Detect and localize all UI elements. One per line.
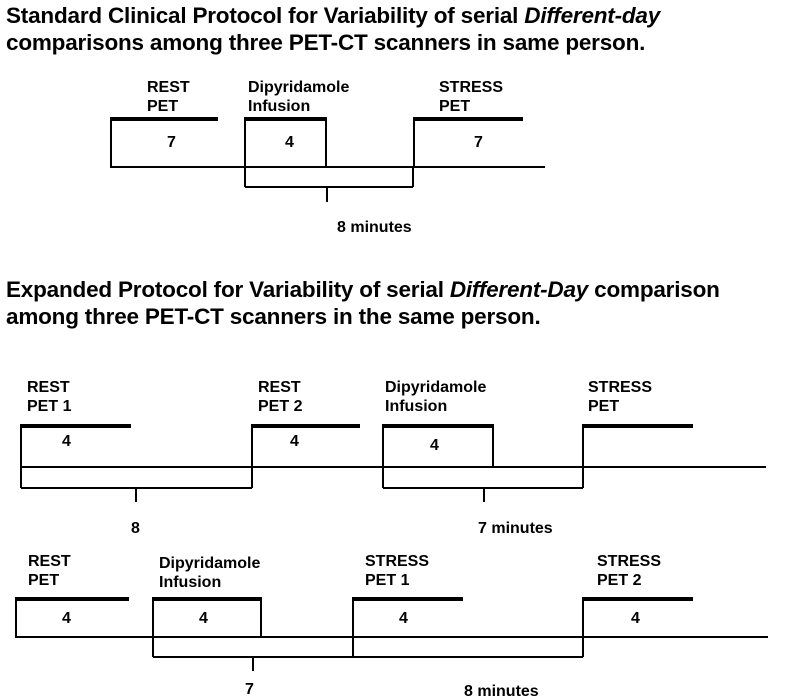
stress-minutes: 7 [474,134,483,151]
interval-label: 8 minutes [337,219,412,236]
interval2-bracket [382,467,584,502]
interval1-bracket [20,467,253,502]
expanded-row2-timeline [15,597,768,671]
rest-minutes: 7 [167,134,176,151]
dip-minutes: 4 [285,134,294,151]
rest2-minutes: 4 [290,433,299,450]
interval2-bracket [353,637,584,658]
expanded-title-line2: among three PET-CT scanners in the same … [6,304,541,329]
standard-protocol-title: Standard Clinical Protocol for Variabili… [6,2,660,56]
standard-title-line2: comparisons among three PET-CT scanners … [6,30,646,55]
interval2-label: 7 minutes [478,520,553,537]
dip-minutes: 4 [430,437,439,454]
interval1-bracket [152,637,354,671]
stress2-minutes: 4 [631,610,640,627]
stress1-minutes: 4 [399,610,408,627]
interval2-label: 8 minutes [464,683,539,698]
expanded-protocol-title: Expanded Protocol for Variability of ser… [6,276,720,330]
interval1-label: 7 [245,681,254,698]
standard-timeline [110,117,545,202]
rest1-minutes: 4 [62,433,71,450]
interval1-label: 8 [131,520,140,537]
rest-minutes: 4 [62,610,71,627]
standard-title-line1: Standard Clinical Protocol for Variabili… [6,3,661,28]
expanded-row1-timeline [20,424,766,502]
expanded-title-line1: Expanded Protocol for Variability of ser… [6,277,720,302]
dip-minutes: 4 [199,610,208,627]
interval-bracket [244,167,414,202]
